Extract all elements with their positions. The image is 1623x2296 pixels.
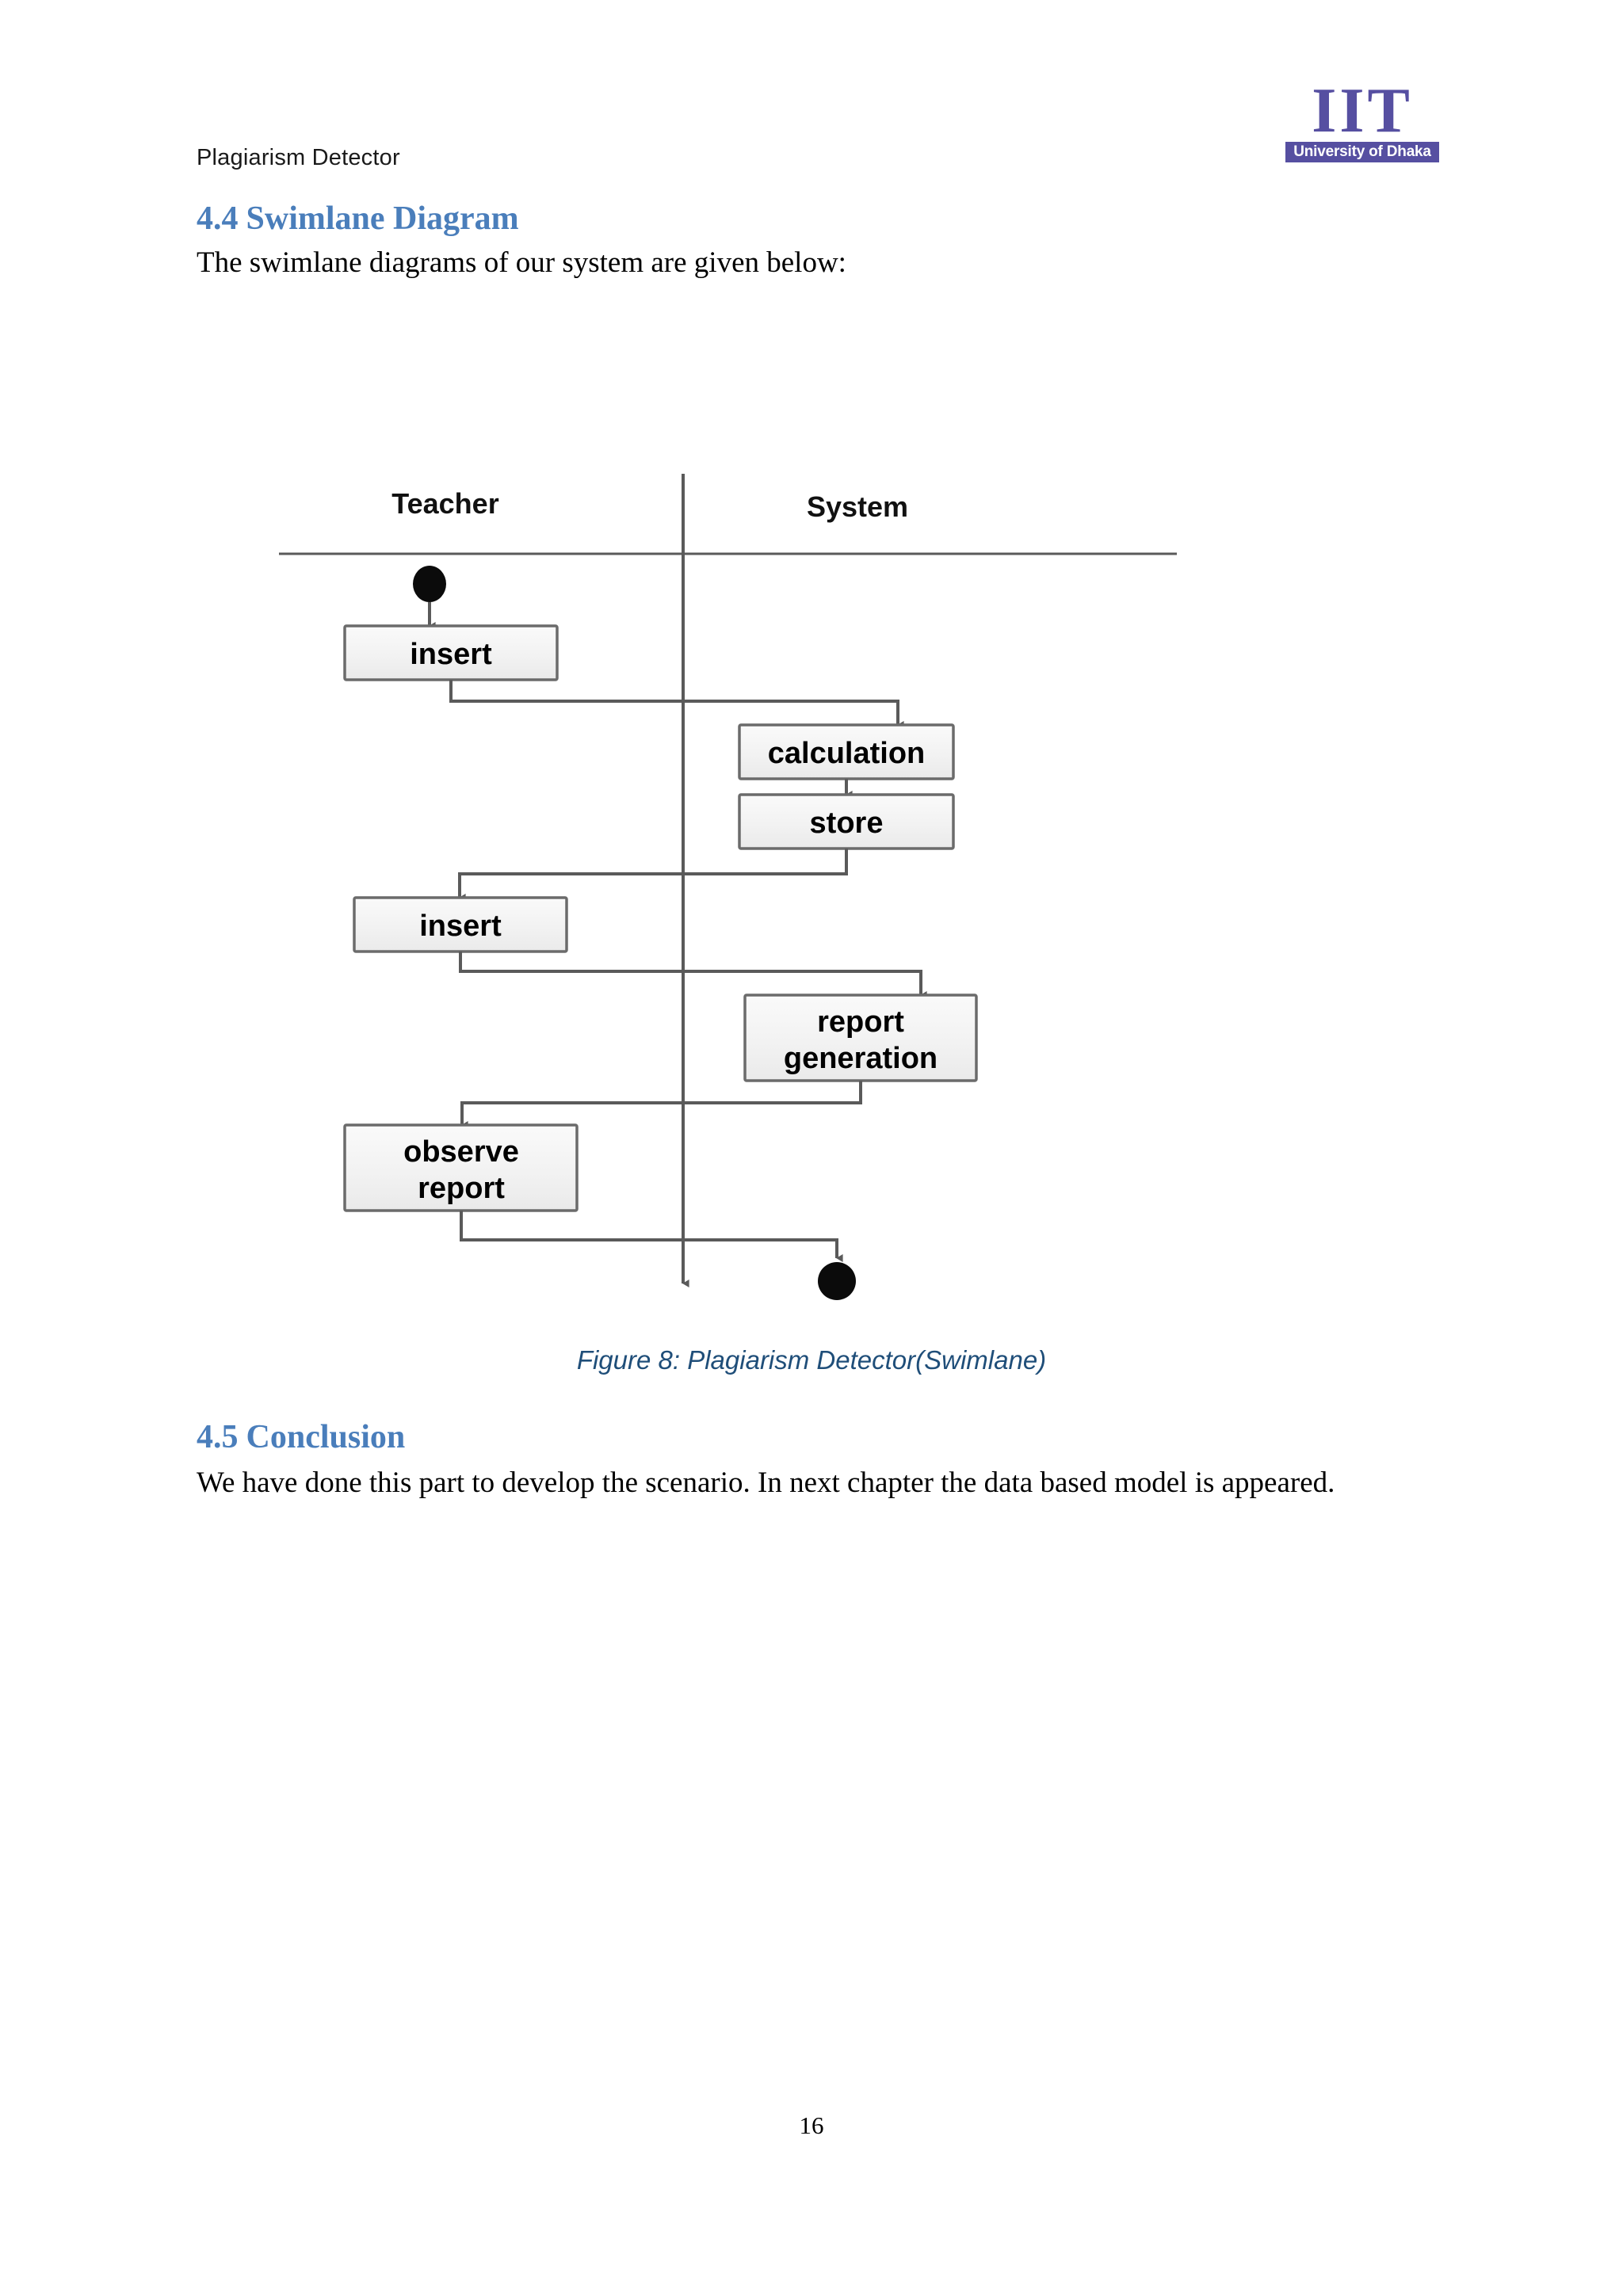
- activity-observe-report: observe report: [343, 1123, 579, 1212]
- activity-observe-report-label-line2: report: [418, 1172, 505, 1205]
- activity-insert-1-label: insert: [410, 638, 492, 671]
- activity-report-generation-label-line2: generation: [784, 1042, 938, 1075]
- final-node: [818, 1262, 856, 1300]
- activity-report-generation: report generation: [743, 994, 978, 1082]
- section-body-4-5: We have done this part to develop the sc…: [197, 1466, 1335, 1499]
- flow-insert2-to-reportgen: [459, 952, 927, 999]
- flow-observe-to-end: [460, 1211, 843, 1262]
- section-number-4-5: 4.5: [197, 1419, 239, 1455]
- activity-store-label: store: [810, 807, 884, 840]
- iit-logo: IIT University of Dhaka: [1285, 76, 1439, 163]
- swimlane-diagram-svg: Teacher System insert calculation: [279, 474, 1177, 1300]
- swimlane-figure: Teacher System insert calculation: [262, 460, 1212, 1323]
- page-number: 16: [799, 2111, 824, 2139]
- activity-report-generation-label-line1: report: [817, 1005, 904, 1039]
- logo-letters: IIT: [1312, 76, 1413, 146]
- activity-insert-2: insert: [353, 896, 568, 953]
- initial-node: [413, 566, 446, 602]
- running-head: Plagiarism Detector: [197, 145, 400, 170]
- flow-store-to-insert2: [458, 849, 848, 902]
- lane-title-teacher: Teacher: [391, 487, 498, 520]
- activity-insert-1: insert: [343, 624, 559, 681]
- section-number-4-4: 4.4: [197, 200, 239, 237]
- activity-calculation-label: calculation: [768, 737, 926, 770]
- logo-subtitle: University of Dhaka: [1285, 141, 1439, 163]
- section-title-4-4: Swimlane Diagram: [246, 200, 519, 237]
- section-body-4-4: The swimlane diagrams of our system are …: [197, 246, 846, 279]
- activity-insert-2-label: insert: [419, 910, 502, 943]
- lane-title-system: System: [807, 490, 908, 523]
- activity-observe-report-label-line1: observe: [403, 1135, 519, 1169]
- activity-calculation: calculation: [738, 723, 955, 780]
- figure-caption: Figure 8: Plagiarism Detector(Swimlane): [576, 1345, 1047, 1375]
- activity-store: store: [738, 793, 955, 850]
- section-title-4-5: Conclusion: [246, 1419, 406, 1455]
- flow-insert1-to-calculation: [449, 680, 904, 729]
- flow-reportgen-to-observe: [460, 1081, 862, 1129]
